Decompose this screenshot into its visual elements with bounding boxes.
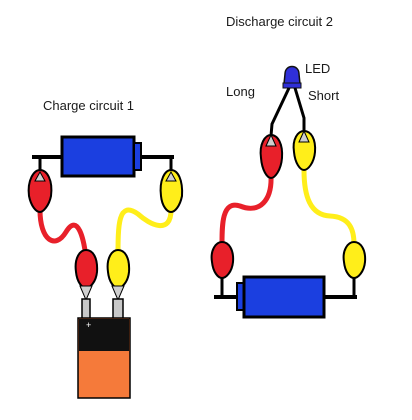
charge-capacitor: [60, 135, 136, 178]
charge-yellow-clip-jaw: [165, 170, 177, 182]
charge-circuit-title: Charge circuit 1: [43, 98, 135, 113]
charge-red-clip-bottom-jaw: [79, 285, 93, 302]
led-long-lead: [269, 87, 291, 137]
led-short-lead: [293, 87, 306, 132]
discharge-red-clip-jaw: [265, 133, 277, 147]
charge-red-clip-bottom: [74, 248, 99, 290]
battery-positive-terminal: [81, 298, 91, 320]
discharge-yellow-clip-top: [292, 129, 317, 172]
long-lead-label: Long: [226, 84, 255, 99]
charge-yellow-clip-bottom-jaw: [111, 285, 125, 302]
led-dome: [283, 65, 301, 85]
led-label: LED: [305, 61, 331, 76]
charge-capacitor-end-cap: [133, 142, 142, 171]
short-lead-label: Short: [308, 88, 340, 103]
discharge-yellow-clip-jaw: [298, 129, 310, 143]
charge-red-clip-jaw: [34, 170, 46, 182]
discharge-capacitor: [242, 275, 326, 319]
charge-yellow-wire: [115, 207, 174, 261]
discharge-yellow-clip-bottom: [342, 240, 367, 280]
charge-yellow-clip-bottom: [106, 248, 131, 290]
discharge-yellow-wire: [301, 167, 357, 247]
discharge-red-clip-bottom: [210, 240, 235, 280]
battery-top-band: [79, 319, 129, 351]
discharge-circuit-title: Discharge circuit 2: [226, 14, 333, 29]
led-rim: [282, 82, 302, 89]
charge-red-clip-top: [27, 168, 53, 214]
charge-red-wire: [37, 207, 89, 261]
discharge-red-wire: [219, 173, 274, 247]
battery-plus-mark: +: [86, 320, 91, 330]
battery-negative-terminal: [112, 298, 124, 320]
